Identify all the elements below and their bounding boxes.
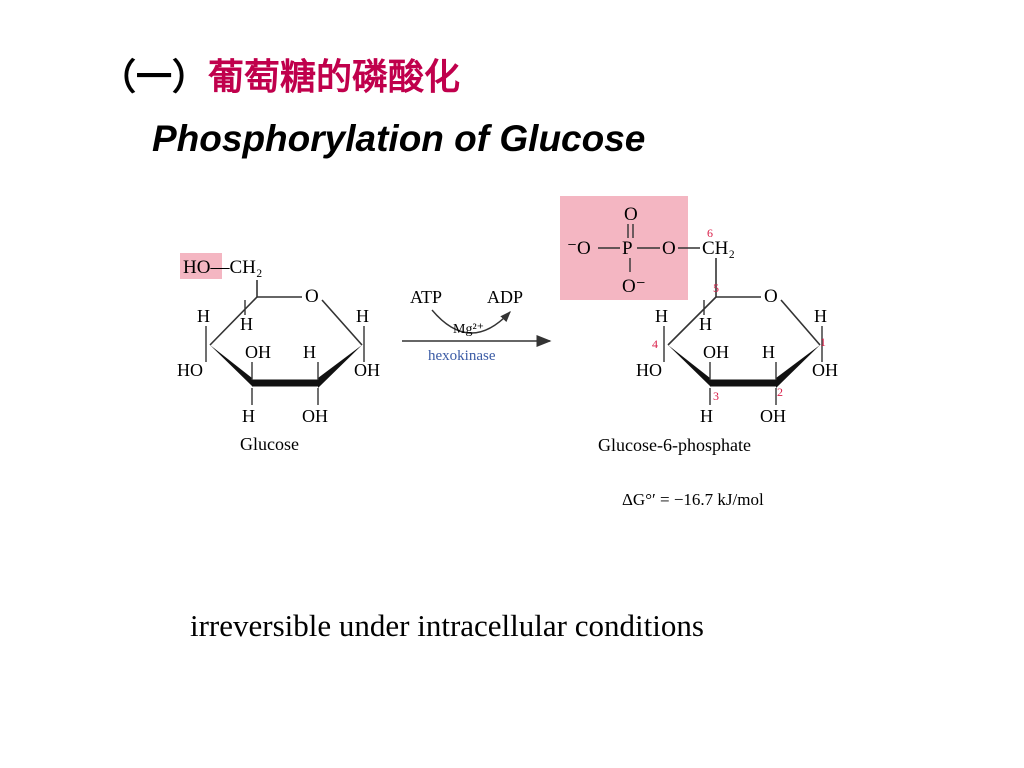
carbon-number-6: 6 [707, 226, 713, 240]
glucose-ho-c4: HO [177, 360, 203, 380]
adp-label: ADP [487, 287, 523, 307]
glucose-h-c2: H [303, 342, 316, 362]
glucose-ring-oxygen: O [305, 286, 319, 307]
title-prefix: （一） [100, 57, 209, 98]
g6p-oh-c1: OH [812, 360, 838, 380]
glucose-h-c3: H [242, 406, 255, 426]
g6p-structure: O ⁻O P O CH₂ O⁻ O H H H OH [560, 196, 838, 509]
phosphate-highlight [560, 196, 688, 300]
g6p-h-c4: H [655, 306, 668, 326]
g6p-oh-c2: OH [760, 406, 786, 426]
glucose-hydroxyl-highlight [180, 253, 222, 279]
glucose-structure: HO—CH₂ O H H H OH H HO OH H OH Glucose [177, 253, 380, 454]
bridge-oxygen: O [662, 238, 676, 259]
glucose-bond-c5-c4 [209, 296, 258, 346]
glucose-wedge-c4-c3 [210, 345, 252, 386]
glucose-h-c5: H [240, 314, 253, 334]
g6p-h-c3: H [700, 406, 713, 426]
carbon-number-5: 5 [713, 281, 719, 295]
mg-ion-label: Mg²⁺ [453, 322, 484, 337]
glucose-h-c1: H [356, 306, 369, 326]
title-chinese-text: 葡萄糖的磷酸化 [208, 57, 461, 98]
glucose-wedge-c2-c1 [318, 345, 362, 388]
g6p-ch2: CH₂ [702, 238, 735, 259]
glucose-oh-c1: OH [354, 360, 380, 380]
glucose-bond-o-c1 [321, 299, 363, 346]
phosphate-top-oxygen: O [624, 204, 638, 225]
slide-caption: irreversible under intracellular conditi… [190, 608, 704, 643]
g6p-label: Glucose-6-phosphate [598, 435, 751, 455]
carbon-number-3: 3 [713, 389, 719, 403]
cofactor-curve-arrow [431, 309, 511, 334]
g6p-bond-c5-c4 [667, 296, 717, 346]
carbon-number-4: 4 [652, 337, 658, 351]
g6p-bond-o-c1 [780, 299, 821, 346]
glucose-label: Glucose [240, 434, 299, 454]
glucose-oh-c2: OH [302, 406, 328, 426]
glucose-oh-c3: OH [245, 342, 271, 362]
phosphate-neg-oxygen-bottom: O⁻ [622, 276, 646, 297]
delta-g-label: ΔG°′ = −16.7 kJ/mol [622, 490, 764, 509]
phosphorus-atom: P [622, 238, 633, 259]
glucose-ho-ch2: HO—CH₂ [183, 257, 262, 278]
enzyme-label: hexokinase [428, 348, 496, 364]
atp-label: ATP [410, 287, 442, 307]
g6p-ring-oxygen: O [764, 286, 778, 307]
g6p-ho-c4: HO [636, 360, 662, 380]
glucose-h-c4: H [197, 306, 210, 326]
g6p-h-c1: H [814, 306, 827, 326]
g6p-wedge-c2-c1 [776, 345, 820, 388]
slide-title-english: Phosphorylation of Glucose [152, 118, 646, 159]
slide-title-chinese: （一）葡萄糖的磷酸化 [100, 48, 460, 100]
carbon-number-1: 1 [820, 335, 826, 349]
g6p-h-c5: H [699, 314, 712, 334]
carbon-number-2: 2 [777, 385, 783, 399]
g6p-oh-c3: OH [703, 342, 729, 362]
g6p-wedge-c4-c3 [668, 345, 710, 386]
phosphate-neg-oxygen-left: ⁻O [567, 238, 591, 259]
reaction-arrow-group: ATP ADP Mg²⁺ hexokinase [402, 287, 552, 364]
g6p-h-c2: H [762, 342, 775, 362]
reaction-diagram: HO—CH₂ O H H H OH H HO OH H OH Glucose A… [177, 196, 838, 509]
